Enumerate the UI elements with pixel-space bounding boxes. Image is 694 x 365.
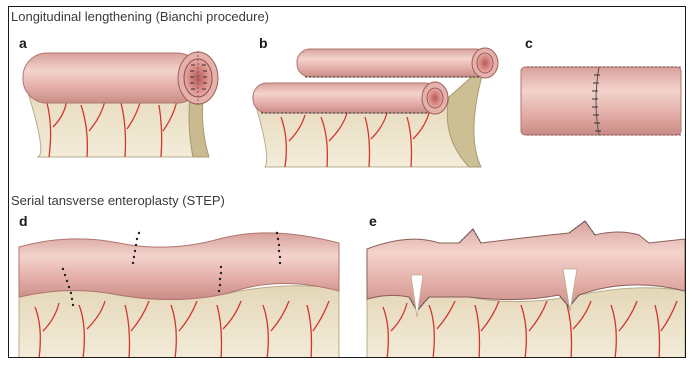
panel-e-illustration [367,221,685,358]
panel-b-lower-limb [253,83,439,113]
panel-a-bowel [23,53,201,103]
panel-d-illustration [19,232,339,358]
panel-b-upper-lumen [477,53,493,73]
panel-a-illustration [23,51,218,157]
figure-frame: Longitudinal lengthening (Bianchi proced… [8,6,686,358]
panel-c-bowel [521,67,681,135]
panel-b-lower-lumen [427,88,443,108]
illustration-canvas [9,7,686,358]
panel-c-illustration [521,67,681,135]
panel-b-illustration [253,48,498,167]
panel-b-upper-limb [297,49,489,77]
